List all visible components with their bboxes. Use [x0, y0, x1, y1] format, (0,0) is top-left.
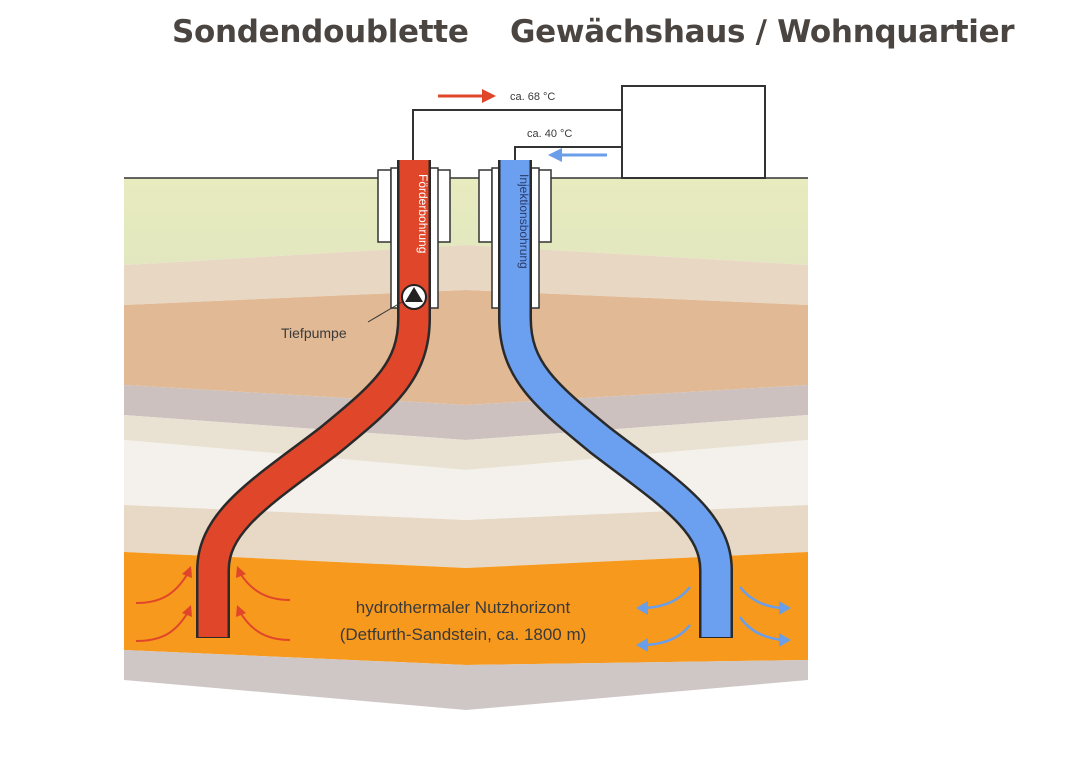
- layer-topsoil: [124, 178, 808, 265]
- title-gewaechshaus: Gewächshaus / Wohnquartier: [510, 14, 1015, 50]
- production-well-label: Förderbohrung: [416, 174, 430, 253]
- supply-line: [412, 109, 622, 160]
- injection-well-pipe: [498, 160, 733, 638]
- return-line: [514, 146, 622, 160]
- injection-well-label: Injektionsbohrung: [517, 174, 531, 269]
- surface-piping: [412, 109, 622, 160]
- aquifer-label-line1: hydrothermaler Nutzhorizont: [356, 598, 571, 617]
- layer-beige: [124, 505, 808, 568]
- layer-clay: [124, 290, 808, 405]
- layer-grey: [124, 385, 808, 440]
- pump-symbol: [401, 284, 427, 310]
- return-temp-label: ca. 40 °C: [527, 128, 572, 140]
- inflow-arrows: [135, 566, 291, 642]
- layer-aquifer: [124, 552, 808, 665]
- supply-temp-label: ca. 68 °C: [510, 91, 555, 103]
- pump-label: Tiefpumpe: [281, 325, 347, 341]
- production-casing: [377, 167, 451, 309]
- aquifer-label-line2: (Detfurth-Sandstein, ca. 1800 m): [340, 625, 587, 644]
- layer-sand-light: [124, 245, 808, 305]
- outflow-arrows: [636, 586, 791, 652]
- building-box: [621, 85, 766, 179]
- ground-layers: [124, 177, 808, 710]
- cold-flow-arrow: [548, 148, 607, 162]
- hot-flow-arrow: [438, 89, 496, 103]
- title-sondendoublette: Sondendoublette: [172, 14, 469, 50]
- layer-bottom-grey: [124, 650, 808, 710]
- layer-pale: [124, 415, 808, 470]
- pump-leader-line: [367, 301, 403, 323]
- production-well-pipe: [196, 160, 431, 638]
- injection-casing: [478, 167, 552, 309]
